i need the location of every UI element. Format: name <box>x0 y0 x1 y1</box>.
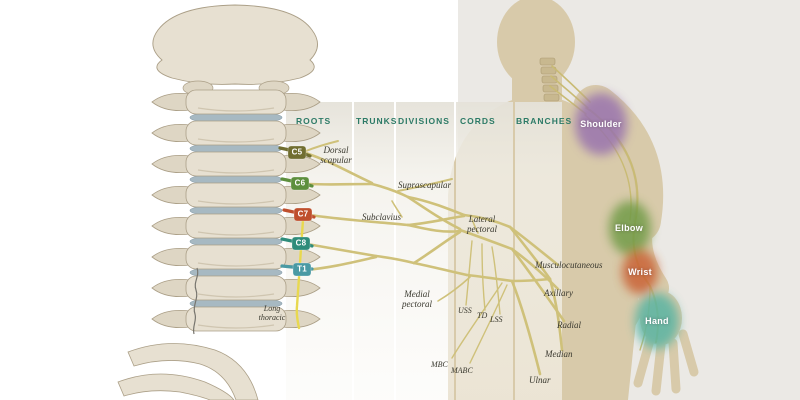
label-suprascapular: Suprascapular <box>398 180 452 190</box>
column-panel-branches <box>515 102 562 400</box>
label-medial-pectoral: Medial pectoral <box>402 289 432 309</box>
lss-nerve <box>491 246 501 315</box>
region-label-wrist: Wrist <box>628 267 652 277</box>
column-header-branches: BRANCHES <box>516 116 573 126</box>
median-nerve <box>548 277 564 352</box>
vertebra <box>151 120 321 146</box>
region-label-shoulder: Shoulder <box>580 119 622 129</box>
uss-nerve <box>465 240 473 306</box>
label-mbc: MBC <box>431 360 448 369</box>
median-lateral-root <box>508 225 552 281</box>
upper-trunk <box>370 182 410 199</box>
dorsal-scapular-nerve <box>305 140 339 152</box>
region-hand-highlight <box>635 293 679 349</box>
label-axillary: Axillary <box>544 288 573 298</box>
column-panel-divisions <box>396 102 454 400</box>
axillary-nerve <box>510 247 560 291</box>
suprascapular-nerve <box>397 178 453 192</box>
radial-nerve <box>510 247 566 323</box>
td-nerve <box>481 243 486 311</box>
label-mabc: MABC <box>451 366 473 375</box>
label-radial: Radial <box>557 320 581 330</box>
root-c5-nerve <box>304 151 374 185</box>
root-badge-c8 <box>291 236 311 251</box>
ulnar-nerve <box>510 279 542 376</box>
mabc-nerve <box>469 284 508 364</box>
column-header-cords: CORDS <box>460 116 496 126</box>
mbc-nerve <box>451 282 503 359</box>
division <box>412 230 462 265</box>
division <box>406 195 462 231</box>
medial-pectoral-nerve <box>437 276 471 302</box>
occipital-bone <box>152 4 318 85</box>
label-uss: USS <box>458 306 472 315</box>
column-panel-trunks <box>354 102 394 400</box>
label-long-thoracic: Long thoracic <box>258 304 286 322</box>
medial-cord <box>465 273 514 283</box>
root-badge-c5 <box>287 145 307 160</box>
posterior-cord <box>458 228 514 251</box>
root-badges <box>287 145 313 277</box>
root-label-c7: C7 <box>297 209 309 219</box>
region-elbow-highlight <box>609 201 651 255</box>
label-musculocutaneous: Musculocutaneous <box>535 260 603 270</box>
middle-trunk <box>308 213 410 227</box>
root-badge-c6 <box>290 176 310 191</box>
region-highlights <box>575 93 679 349</box>
root-badge-c7 <box>293 207 313 222</box>
label-td: TD <box>477 311 488 320</box>
region-label-hand: Hand <box>645 316 669 326</box>
lower-trunk <box>374 254 416 265</box>
root-label-t1: T1 <box>297 264 307 274</box>
root-label-c8: C8 <box>295 238 307 248</box>
root-c8-nerve <box>305 242 378 258</box>
second-rib <box>117 373 235 400</box>
first-rib <box>127 343 259 400</box>
lateral-pectoral-nerve <box>471 218 479 234</box>
label-lateral-pectoral: Lateral pectoral <box>467 214 497 234</box>
cervical-spine <box>117 4 321 400</box>
division <box>406 195 466 217</box>
root-badge-t1 <box>292 262 312 277</box>
label-median: Median <box>545 349 573 359</box>
plexus-nerves <box>303 140 566 376</box>
column-header-trunks: TRUNKS <box>356 116 398 126</box>
division <box>412 261 469 277</box>
vertebra <box>151 89 321 115</box>
division <box>406 214 466 227</box>
division <box>406 223 462 233</box>
region-wrist-highlight <box>622 250 658 294</box>
column-header-divisions: DIVISIONS <box>398 116 450 126</box>
vertebra <box>151 275 321 301</box>
label-ulnar: Ulnar <box>529 375 551 385</box>
label-lss: LSS <box>490 315 503 324</box>
subclavius-nerve <box>391 200 403 218</box>
label-dorsal-scapular: Dorsal scapular <box>320 145 352 165</box>
region-label-elbow: Elbow <box>615 223 643 233</box>
column-header-roots: ROOTS <box>296 116 332 126</box>
vertebra <box>151 306 321 332</box>
root-label-c6: C6 <box>294 178 306 188</box>
label-subclavius: Subclavius <box>362 212 401 222</box>
column-panel-cords <box>456 102 513 400</box>
fingers <box>619 295 699 396</box>
root-label-c5: C5 <box>291 147 303 157</box>
artist-signature <box>192 267 199 335</box>
lateral-cord <box>462 213 512 229</box>
region-shoulder-highlight <box>575 93 627 155</box>
